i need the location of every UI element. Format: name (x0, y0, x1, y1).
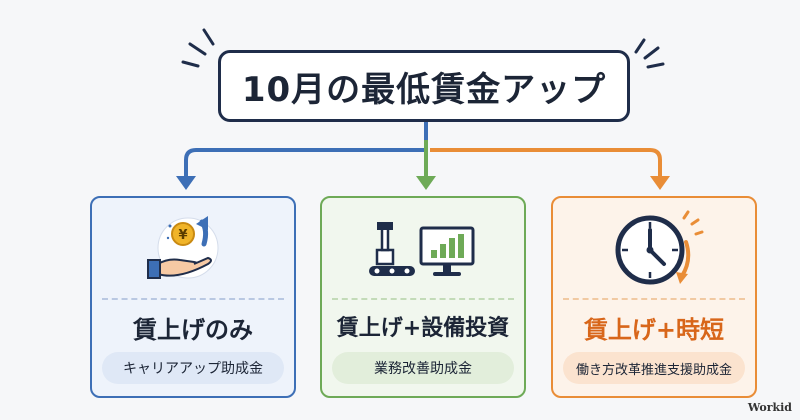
subsidy-label: 業務改善助成金 (332, 352, 514, 384)
page-title: 10月の最低賃金アップ (218, 50, 630, 122)
option-card-wage-shorter-hours: 賃上げ+時短 働き方改革推進支援助成金 (551, 196, 757, 398)
yen-coin-hand-icon: ¥ (92, 208, 294, 292)
subsidy-label: キャリアアップ助成金 (102, 352, 284, 384)
machine-chart-icon (322, 208, 524, 292)
emphasis-marks-right (634, 38, 665, 69)
arrow-orange (650, 176, 670, 190)
branch-blue (184, 140, 428, 178)
emphasis-marks-left (181, 28, 215, 68)
clock-icon (553, 208, 755, 292)
brand-logo: Workid (747, 401, 792, 414)
arrow-blue (176, 176, 196, 190)
option-card-wage-equipment: 賃上げ+設備投資 業務改善助成金 (320, 196, 526, 398)
subsidy-label: 働き方改革推進支援助成金 (563, 352, 745, 384)
option-heading: 賃上げ+時短 (583, 316, 725, 344)
option-card-wage-only: ¥ 賃上げのみ キャリアアップ助成金 (90, 196, 296, 398)
branch-orange (430, 148, 662, 178)
option-heading: 賃上げ+設備投資 (336, 316, 510, 341)
option-heading: 賃上げのみ (133, 316, 253, 344)
svg-text:¥: ¥ (178, 228, 187, 243)
arrow-green (416, 176, 436, 190)
